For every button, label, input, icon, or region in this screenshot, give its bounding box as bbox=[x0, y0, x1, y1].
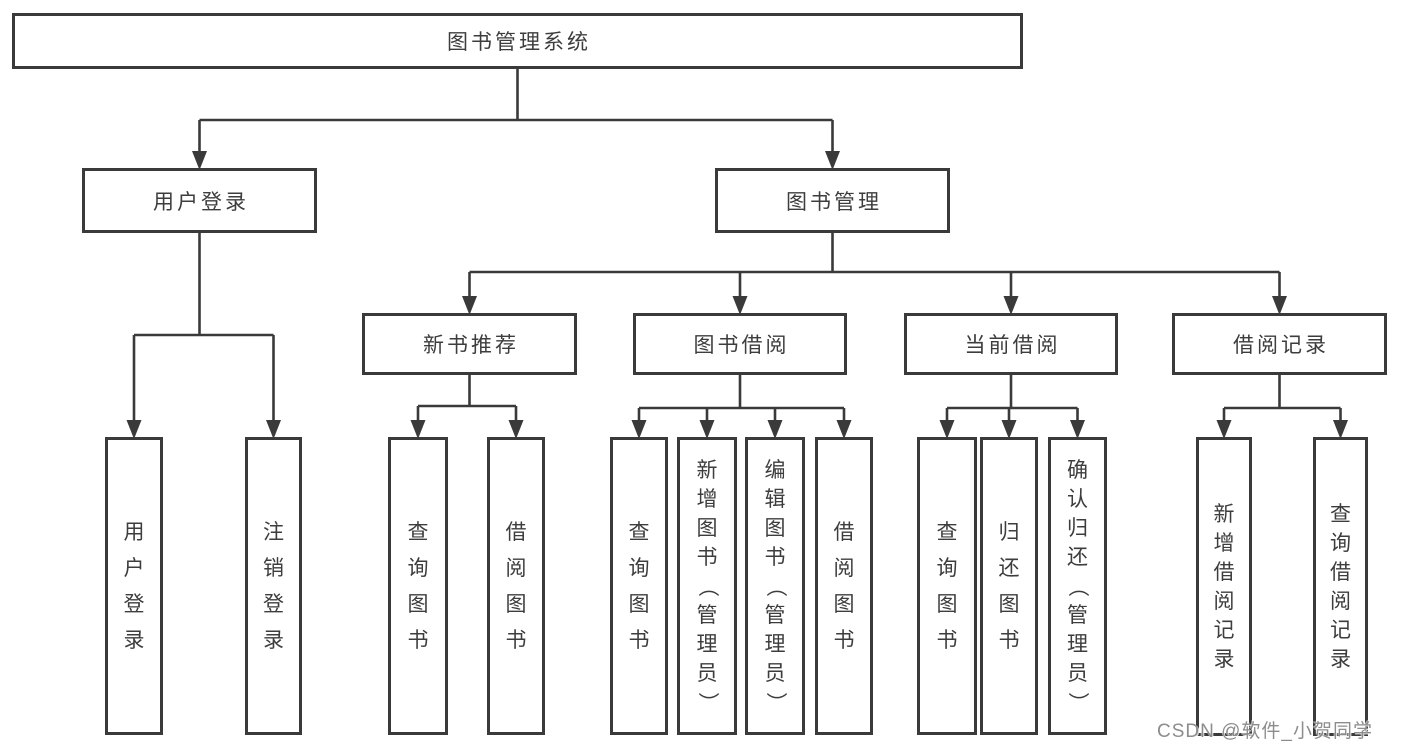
diagram-node-cb-return-book: 归还图书 bbox=[980, 437, 1038, 735]
connector-user-login bbox=[132, 232, 275, 422]
diagram-node-br-query-record: 查询借阅记录 bbox=[1313, 437, 1368, 736]
connector-book-mgmt bbox=[468, 232, 1281, 298]
diagram-node-new-book-rec: 新书推荐 bbox=[362, 313, 577, 375]
diagram-node-borrow-records: 借阅记录 bbox=[1172, 313, 1387, 375]
diagram-node-bb-edit-book: 编辑图书（管理员） bbox=[745, 437, 805, 735]
diagram-node-logout-user: 注销登录 bbox=[245, 437, 302, 735]
node-label: 查询借阅记录 bbox=[1330, 502, 1351, 671]
diagram-node-root: 图书管理系统 bbox=[12, 13, 1023, 69]
diagram-node-rec-query-book: 查询图书 bbox=[388, 437, 448, 735]
diagram-node-rec-borrow-book: 借阅图书 bbox=[487, 437, 545, 735]
diagram-node-login-user: 用户登录 bbox=[105, 437, 163, 735]
diagram-node-book-mgmt: 图书管理 bbox=[715, 168, 950, 233]
connector-current-borrow bbox=[945, 374, 1079, 422]
node-label: 编辑图书（管理员） bbox=[763, 458, 787, 713]
connector-borrow-records bbox=[1222, 374, 1342, 422]
diagram-node-bb-add-book: 新增图书（管理员） bbox=[677, 437, 737, 735]
node-label: 用户登录 bbox=[123, 520, 145, 652]
diagram-node-bb-borrow-book: 借阅图书 bbox=[815, 437, 873, 735]
node-label: 图书借阅 bbox=[693, 334, 790, 357]
connector-root bbox=[198, 68, 834, 153]
node-label: 用户登录 bbox=[153, 190, 249, 214]
diagram-node-book-borrow: 图书借阅 bbox=[633, 313, 847, 375]
diagram-node-cb-confirm: 确认归还（管理员） bbox=[1048, 437, 1107, 735]
diagram-node-user-login: 用户登录 bbox=[82, 168, 317, 233]
node-label: 新书推荐 bbox=[423, 334, 519, 357]
node-label: 当前借阅 bbox=[964, 334, 1061, 357]
connector-new-book-rec bbox=[416, 374, 518, 422]
node-label: 查询图书 bbox=[628, 520, 650, 652]
node-label: 新增图书（管理员） bbox=[695, 458, 719, 713]
diagram-node-br-add-record: 新增借阅记录 bbox=[1196, 437, 1252, 736]
node-label: 借阅记录 bbox=[1233, 334, 1329, 357]
node-label: 确认归还（管理员） bbox=[1066, 458, 1089, 713]
node-label: 查询图书 bbox=[936, 520, 958, 652]
node-label: 新增借阅记录 bbox=[1213, 502, 1235, 671]
node-label: 借阅图书 bbox=[833, 520, 855, 652]
node-label: 图书管理系统 bbox=[447, 31, 591, 54]
watermark: CSDN @软件_小贺同学 bbox=[1157, 721, 1373, 742]
diagram-node-cb-query-book: 查询图书 bbox=[917, 437, 977, 735]
diagram-node-current-borrow: 当前借阅 bbox=[904, 313, 1118, 375]
connector-book-borrow bbox=[637, 374, 846, 422]
node-label: 借阅图书 bbox=[505, 520, 527, 652]
node-label: 归还图书 bbox=[998, 520, 1020, 652]
node-label: 注销登录 bbox=[263, 520, 284, 652]
node-label: 查询图书 bbox=[407, 520, 429, 652]
diagram-node-bb-query-book: 查询图书 bbox=[610, 437, 668, 735]
node-label: 图书管理 bbox=[786, 190, 882, 214]
